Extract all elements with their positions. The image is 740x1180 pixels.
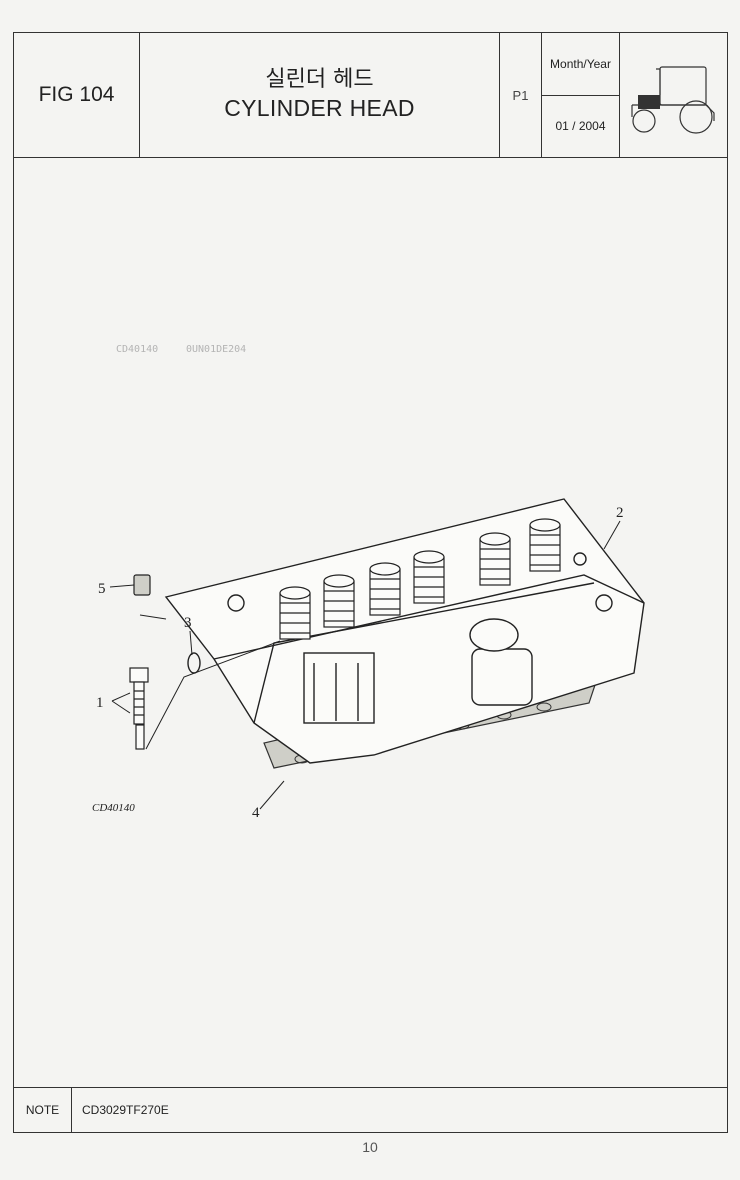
faint-code-1: CD40140 [116, 344, 159, 355]
title-english: CYLINDER HEAD [224, 95, 415, 121]
date-value: 01 / 2004 [555, 119, 606, 133]
date-label: Month/Year [542, 33, 619, 96]
drawing-code: CD40140 [92, 802, 135, 814]
cylinder-head-drawing: 1 2 3 4 5 CD40140 [92, 498, 645, 821]
tractor-thumbnail [620, 33, 728, 157]
tractor-icon [631, 66, 715, 134]
page-code: P1 [500, 33, 542, 157]
cylinder-head-body [164, 498, 645, 764]
seal-ring [187, 652, 201, 674]
catalog-sheet: FIG 104 실린더 헤드 CYLINDER HEAD P1 Month/Ye… [13, 32, 728, 1133]
callout-3: 3 [184, 615, 192, 631]
callout-2: 2 [616, 505, 624, 521]
footer-note: NOTE CD3029TF270E [14, 1087, 727, 1132]
valve-springs [279, 518, 561, 640]
title-block: 실린더 헤드 CYLINDER HEAD [140, 33, 500, 157]
page-number: 10 [362, 1139, 378, 1155]
note-value: CD3029TF270E [82, 1103, 169, 1117]
figure-number: FIG 104 [14, 33, 140, 157]
engine-block-mark [638, 95, 660, 109]
title-korean: 실린더 헤드 [265, 67, 374, 92]
callout-5: 5 [98, 581, 106, 597]
faint-code-2: 0UN01DE204 [186, 344, 247, 355]
leader-lines [109, 520, 621, 810]
note-label: NOTE [14, 1088, 72, 1132]
header-block: FIG 104 실린더 헤드 CYLINDER HEAD P1 Month/Ye… [14, 33, 727, 158]
plug [133, 574, 151, 596]
date-block: Month/Year 01 / 2004 [542, 33, 620, 157]
callout-4: 4 [252, 805, 260, 821]
cap-screws [129, 667, 149, 750]
callout-1: 1 [96, 695, 104, 711]
